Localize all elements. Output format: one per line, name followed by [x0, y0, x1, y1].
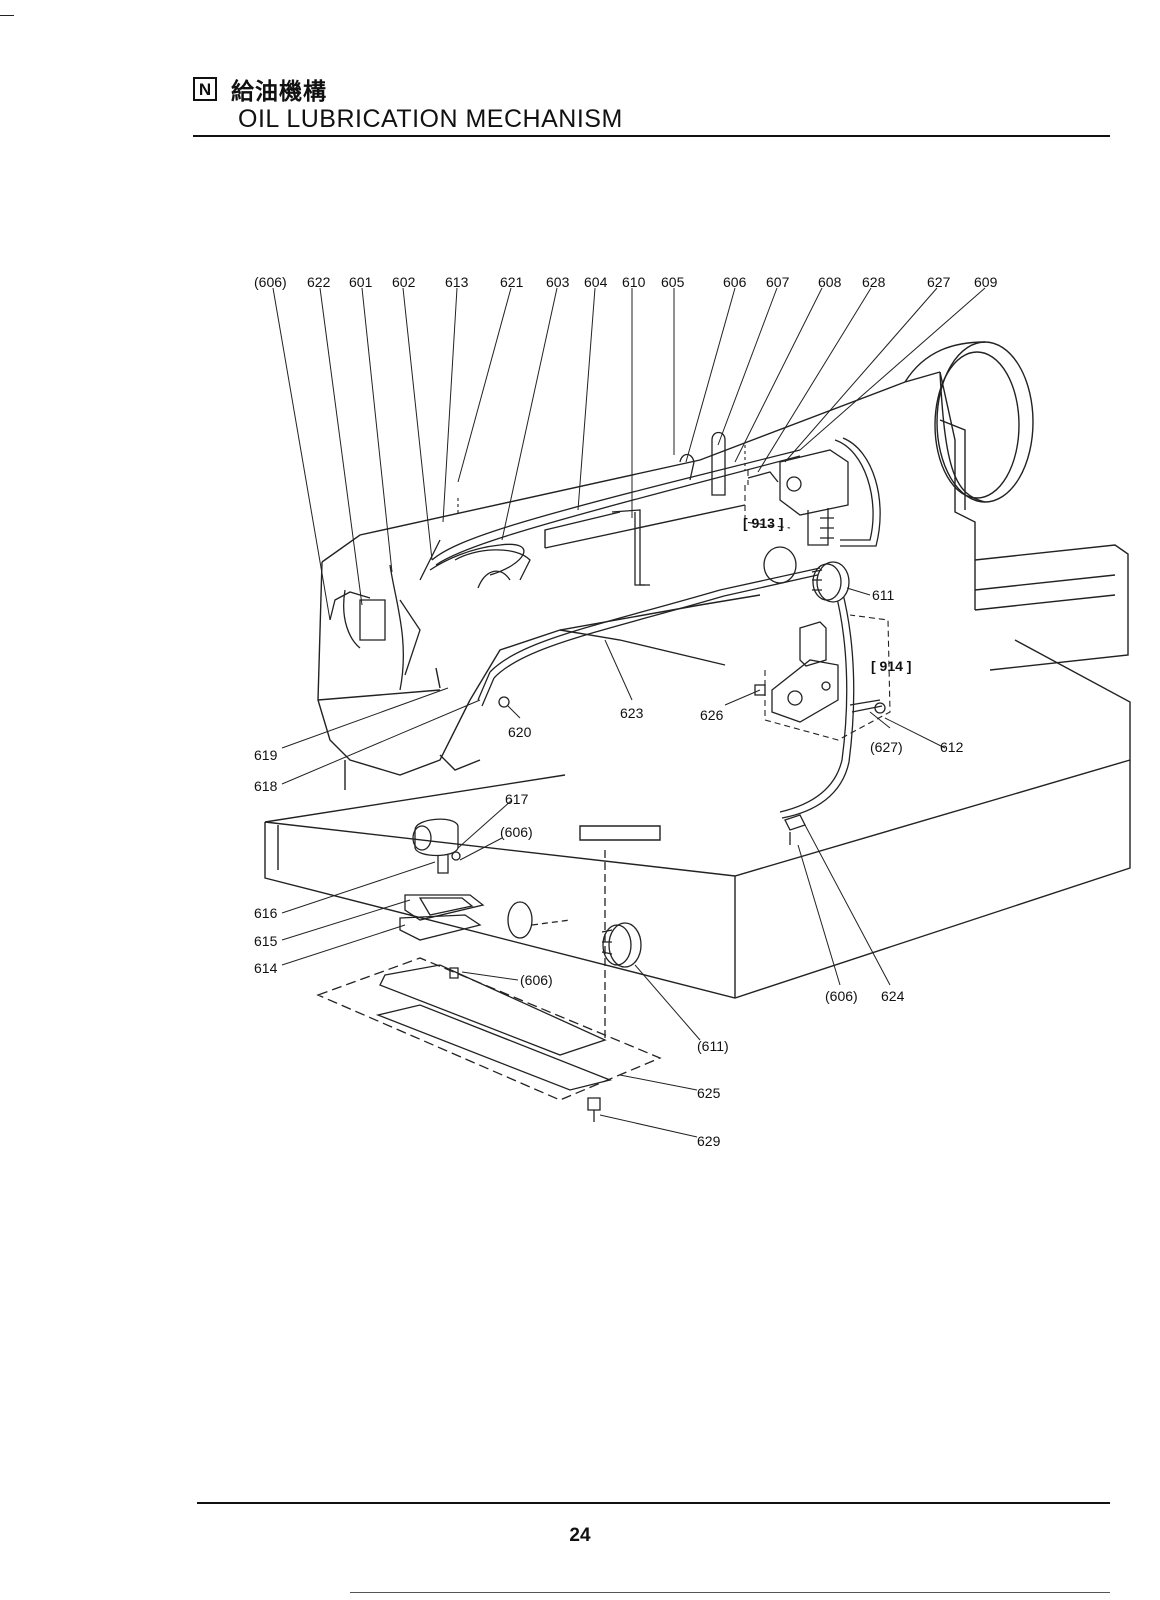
assembly-label-913: [ 913 ] — [743, 515, 783, 531]
leader-lines — [272, 287, 986, 1138]
assembly-label-914: [ 914 ] — [871, 658, 911, 674]
page-number: 24 — [569, 1525, 591, 1546]
callout-614: 614 — [254, 960, 278, 976]
callout-612: 612 — [940, 739, 964, 755]
callout-611-lower: (611) — [697, 1038, 729, 1054]
handwheel — [904, 341, 1034, 503]
section-badge: N — [193, 77, 217, 101]
callout-623: 623 — [620, 705, 644, 721]
callout-601: 601 — [349, 274, 373, 290]
section-title-row: N 給油機構 — [193, 72, 327, 106]
callout-628: 628 — [862, 274, 886, 290]
callout-627: 627 — [927, 274, 951, 290]
section-header: N 給油機構 OIL LUBRICATION MECHANISM — [193, 72, 622, 133]
callout-625: 625 — [697, 1085, 721, 1101]
callout-606-top: (606) — [254, 274, 287, 290]
callout-609: 609 — [974, 274, 998, 290]
callout-611-upper: 611 — [872, 587, 895, 603]
callout-603: 603 — [546, 274, 570, 290]
callout-606-bed: (606) — [825, 988, 858, 1004]
callout-607: 607 — [766, 274, 790, 290]
callout-615: 615 — [254, 933, 278, 949]
callout-610: 610 — [622, 274, 646, 290]
section-title-japanese: 給油機構 — [231, 78, 327, 104]
callout-613: 613 — [445, 274, 469, 290]
callout-606-plate: (606) — [520, 972, 553, 988]
corner-mark — [0, 15, 14, 16]
callout-629: 629 — [697, 1133, 721, 1149]
callout-602: 602 — [392, 274, 416, 290]
callout-622: 622 — [307, 274, 331, 290]
callout-620: 620 — [508, 724, 532, 740]
callout-604: 604 — [584, 274, 608, 290]
bottom-rule — [350, 1592, 1110, 1593]
section-title-english: OIL LUBRICATION MECHANISM — [238, 105, 623, 133]
callout-616: 616 — [254, 905, 278, 921]
oil-tubes — [329, 437, 881, 819]
callout-617: 617 — [505, 791, 529, 807]
title-underline — [193, 135, 1110, 137]
exploded-parts-diagram: (606) 622 601 602 613 621 603 604 610 60… — [254, 274, 1131, 1149]
callout-621: 621 — [500, 274, 524, 290]
callout-619: 619 — [254, 747, 278, 763]
callout-627-paren: (627) — [870, 739, 903, 755]
callout-608: 608 — [818, 274, 842, 290]
machine-body — [264, 371, 1131, 999]
assembly-brackets — [457, 445, 891, 741]
callout-626: 626 — [700, 707, 724, 723]
callout-606-wick: (606) — [500, 824, 533, 840]
callout-labels: (606) 622 601 602 613 621 603 604 610 60… — [254, 274, 998, 1149]
parts — [316, 431, 886, 1122]
footer-rule — [197, 1502, 1110, 1504]
callout-624: 624 — [881, 988, 905, 1004]
callout-606: 606 — [723, 274, 747, 290]
callout-618: 618 — [254, 778, 278, 794]
callout-605: 605 — [661, 274, 685, 290]
